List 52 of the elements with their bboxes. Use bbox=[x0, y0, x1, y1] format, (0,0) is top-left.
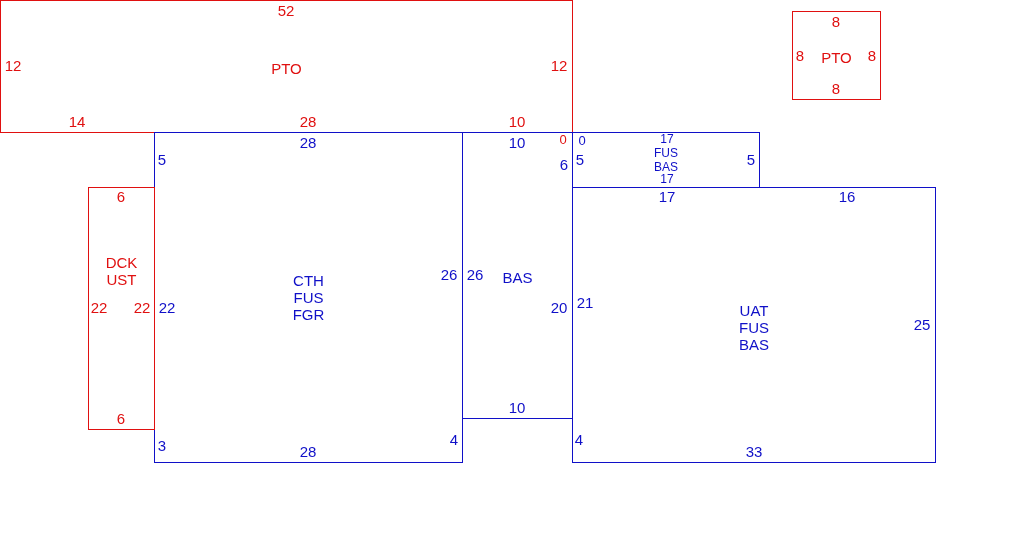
dimension-label: 10 bbox=[508, 134, 526, 150]
dimension-label: 6 bbox=[116, 188, 126, 204]
zone-code: FUS BAS bbox=[654, 146, 678, 174]
zone-box bbox=[88, 187, 155, 430]
dimension-label: 6 bbox=[116, 410, 126, 426]
zone-code: UAT FUS BAS bbox=[739, 301, 769, 353]
dimension-label: 22 bbox=[158, 299, 176, 315]
dimension-label: 5 bbox=[746, 151, 756, 167]
dimension-label: 3 bbox=[157, 437, 167, 453]
dimension-label: 25 bbox=[913, 316, 931, 332]
dimension-label: 17 bbox=[658, 188, 676, 204]
zone-box bbox=[572, 132, 760, 188]
dimension-label: 22 bbox=[133, 299, 151, 315]
dimension-label: 10 bbox=[508, 113, 526, 129]
dimension-label: 12 bbox=[550, 57, 568, 73]
dimension-label: 17 bbox=[660, 173, 674, 185]
dimension-label: 26 bbox=[466, 266, 484, 282]
dimension-label: 28 bbox=[299, 134, 317, 150]
dimension-label: 8 bbox=[831, 80, 841, 96]
dimension-label: 8 bbox=[795, 47, 805, 63]
dimension-label: 14 bbox=[68, 113, 86, 129]
dimension-label: 0 bbox=[559, 132, 567, 146]
dimension-label: 4 bbox=[449, 431, 459, 447]
dimension-label: 6 bbox=[559, 156, 569, 172]
zone-code: BAS bbox=[502, 269, 533, 286]
dimension-label: 28 bbox=[299, 113, 317, 129]
dimension-label: 4 bbox=[574, 431, 584, 447]
dimension-label: 52 bbox=[277, 2, 295, 18]
dimension-label: 12 bbox=[4, 57, 22, 73]
dimension-label: 5 bbox=[575, 151, 585, 167]
zone-box bbox=[572, 187, 936, 463]
dimension-label: 20 bbox=[550, 299, 568, 315]
dimension-label: 33 bbox=[745, 443, 763, 459]
dimension-label: 8 bbox=[867, 47, 877, 63]
zone-box bbox=[792, 11, 881, 100]
zone-code: PTO bbox=[271, 60, 302, 77]
dimension-label: 0 bbox=[578, 133, 586, 147]
dimension-label: 16 bbox=[838, 188, 856, 204]
dimension-label: 5 bbox=[157, 151, 167, 167]
zone-box bbox=[154, 132, 463, 463]
dimension-label: 10 bbox=[508, 399, 526, 415]
dimension-label: 21 bbox=[576, 294, 594, 310]
dimension-label: 28 bbox=[299, 443, 317, 459]
zone-box bbox=[0, 0, 573, 133]
zone-code: PTO bbox=[821, 49, 852, 66]
zone-code: CTH FUS FGR bbox=[292, 272, 325, 323]
dimension-label: 17 bbox=[660, 133, 674, 145]
dimension-label: 8 bbox=[831, 13, 841, 29]
zone-box bbox=[462, 132, 573, 419]
dimension-label: 22 bbox=[90, 299, 108, 315]
dimension-label: 26 bbox=[440, 266, 458, 282]
zone-code: DCK UST bbox=[105, 253, 138, 288]
